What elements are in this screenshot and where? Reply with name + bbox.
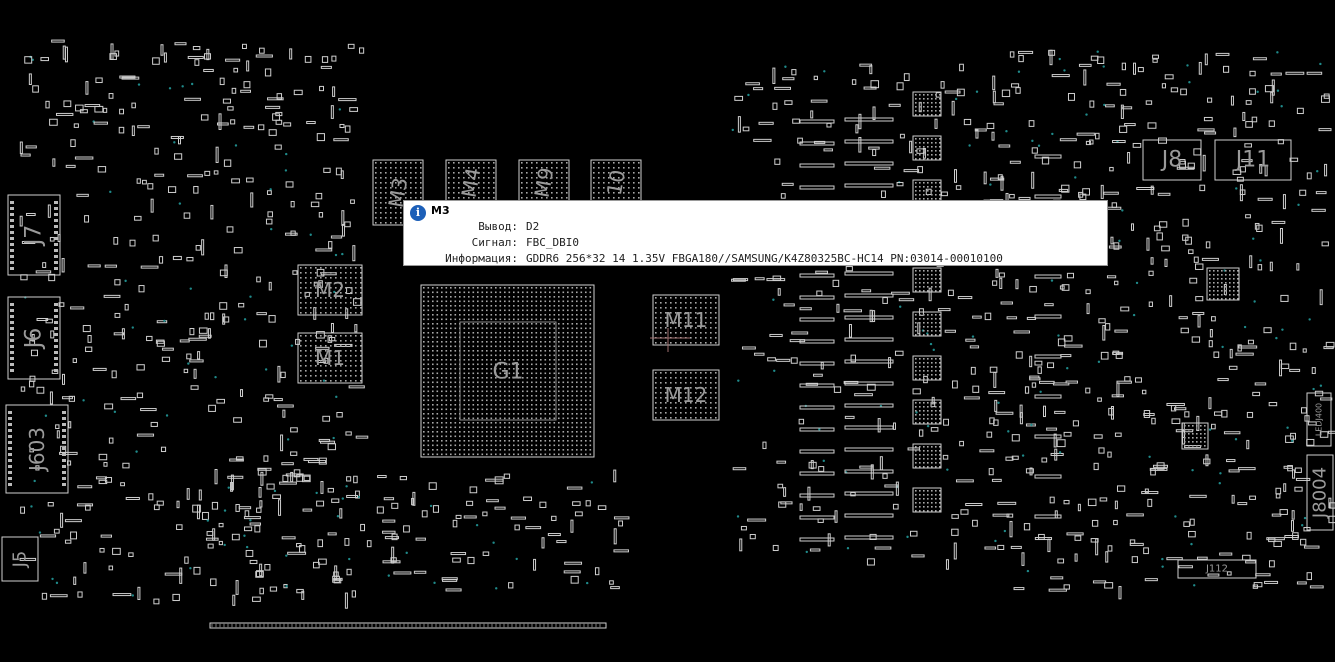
- component-m2[interactable]: M2: [297, 264, 363, 316]
- ref-label: J6: [22, 328, 47, 351]
- pcb-traces-and-pads: [19, 39, 1335, 629]
- ref-label: J8: [1160, 148, 1183, 173]
- popup-key: Информация:: [445, 252, 518, 265]
- ref-label: J5: [10, 551, 31, 569]
- popup-value: GDDR6 256*32 14 1.35V FBGA180//SAMSUNG/K…: [526, 252, 1003, 265]
- ref-label: M12: [665, 383, 708, 407]
- component-j5[interactable]: J5: [1, 536, 39, 582]
- ref-label: 10: [602, 168, 630, 197]
- popup-key: Вывод:: [478, 220, 518, 233]
- popup-title: M3: [431, 204, 450, 217]
- popup-value: FBC_DBI0: [526, 236, 579, 249]
- ref-label: J8004: [1310, 467, 1331, 519]
- ref-label: M4: [457, 166, 486, 200]
- component-j6[interactable]: J6: [7, 296, 61, 380]
- ref-label: M9: [530, 166, 559, 200]
- component-m4[interactable]: M4: [445, 159, 497, 206]
- info-icon: i: [410, 205, 426, 221]
- ref-label: M11: [665, 308, 708, 332]
- component-j8004[interactable]: J8004: [1306, 454, 1334, 531]
- popup-key: Сигнал:: [471, 236, 518, 249]
- ref-label: G1: [492, 360, 523, 385]
- component-10[interactable]: 10: [590, 159, 642, 206]
- ref-label: J11: [1234, 148, 1270, 173]
- component-j11[interactable]: J11: [1214, 139, 1292, 181]
- component-j112[interactable]: J112: [1177, 559, 1257, 579]
- ref-label: J112: [1205, 564, 1228, 575]
- component-j8[interactable]: J8: [1142, 139, 1202, 181]
- ref-label: M2: [315, 278, 345, 302]
- component-m12[interactable]: M12: [652, 369, 720, 421]
- ref-label: J7: [22, 225, 47, 248]
- component-info-popup: i M3 Вывод: D2 Сигнал: FBC_DBI0 Информац…: [403, 200, 1108, 266]
- component-m9[interactable]: M9: [518, 159, 570, 206]
- popup-value: D2: [526, 220, 540, 233]
- ref-label: LEDJ400: [1315, 403, 1324, 436]
- component-j603[interactable]: J603: [5, 404, 69, 494]
- pin-marker: [650, 328, 690, 352]
- ref-label: M1: [315, 346, 345, 370]
- component-g1[interactable]: G1: [420, 284, 595, 458]
- component-j7[interactable]: J7: [7, 194, 61, 276]
- component-ledj400[interactable]: LEDJ400: [1306, 392, 1332, 447]
- ref-label: J603: [25, 427, 49, 473]
- component-m1[interactable]: M1: [297, 332, 363, 384]
